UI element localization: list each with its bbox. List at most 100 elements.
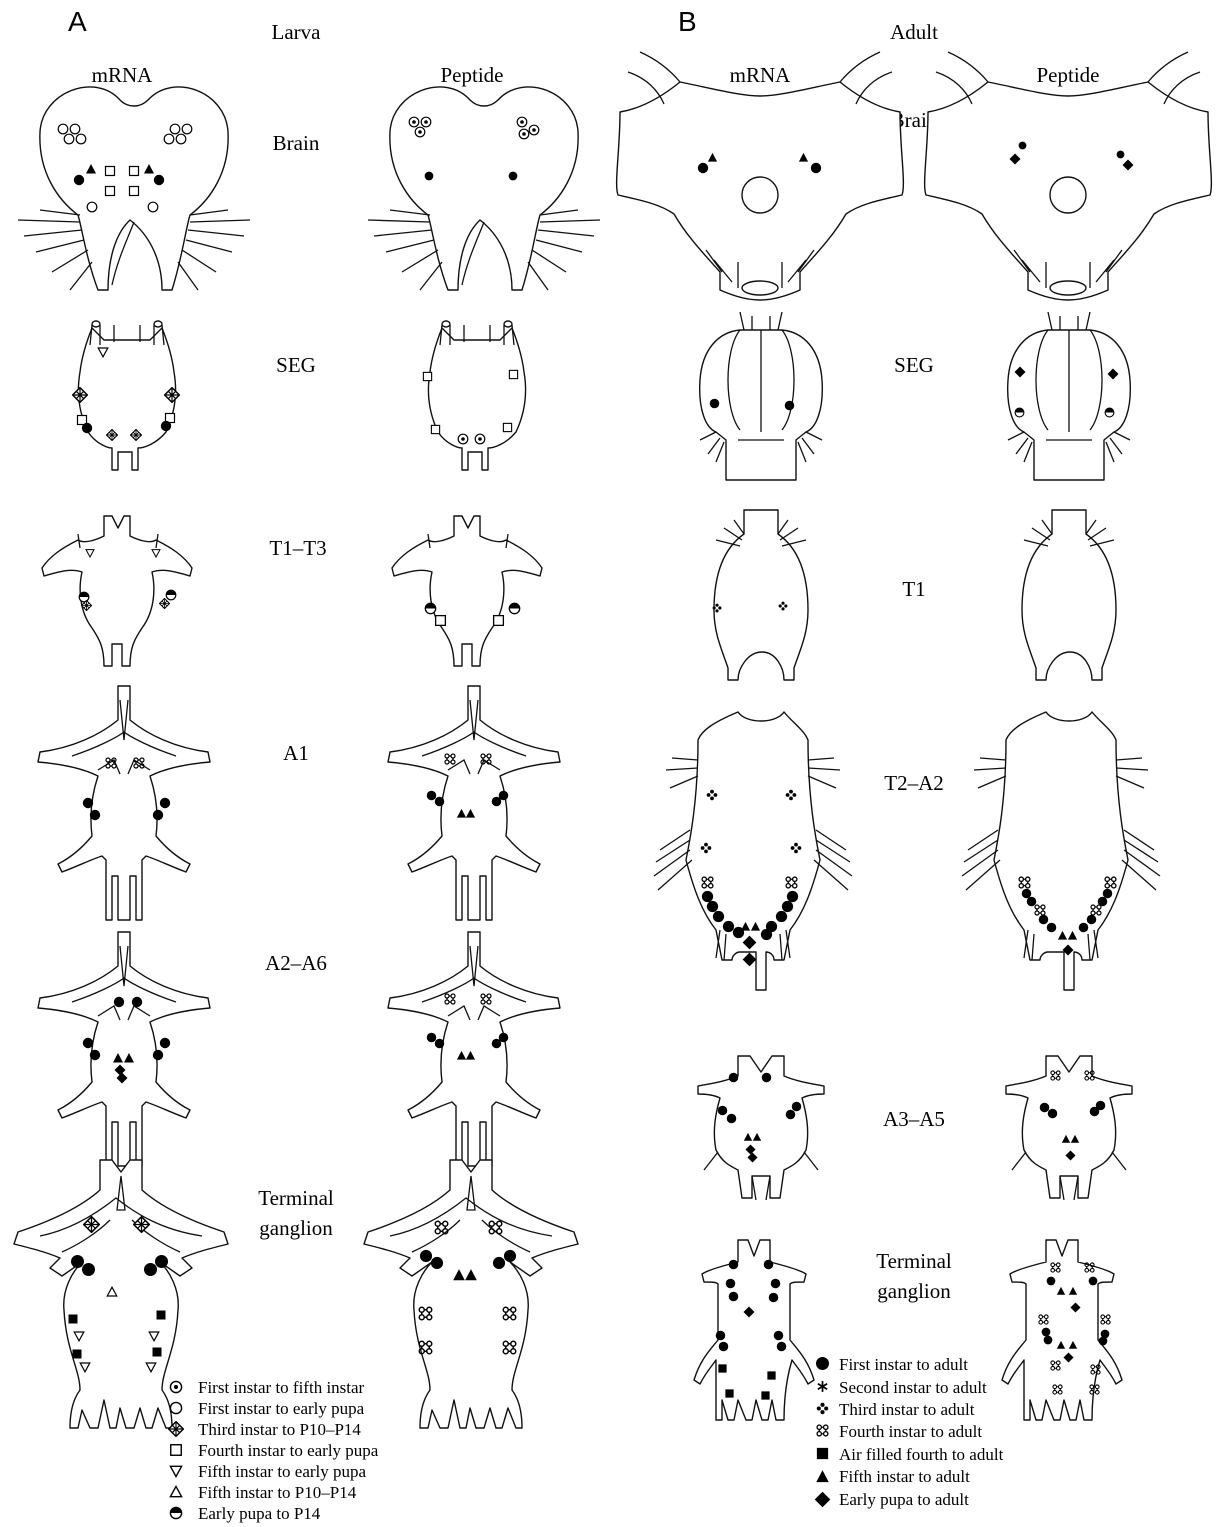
marker-filled-circle [492, 1039, 502, 1049]
adult-label-a3a5: A3–A5 [883, 1107, 945, 1131]
marker-open-square [494, 616, 504, 626]
marker-filled-circle [492, 797, 502, 807]
marker-filled-square [153, 1348, 162, 1357]
marker-filled-circle [1090, 1107, 1100, 1117]
legend-adult-label-1: First instar to adult [839, 1355, 968, 1374]
legend-adult-row-3: Third instar to adult [817, 1400, 975, 1419]
larva-peptide-t1t3 [392, 516, 542, 666]
marker-filled-circle [431, 1257, 443, 1269]
legend-asterisk-icon [818, 1381, 827, 1392]
marker-filled-circle [726, 1279, 736, 1289]
marker-half-filled-circle [79, 592, 89, 602]
legend-larva-label-3: Third instar to P10–P14 [198, 1420, 361, 1439]
legend-larva-label-4: Fourth instar to early pupa [198, 1441, 379, 1460]
panel-a-stage-label: Larva [272, 20, 322, 44]
legend-larva-row-7: Early pupa to P14 [170, 1504, 320, 1523]
marker-filled-circle [161, 421, 171, 431]
legend-larva: First instar to fifth instar First insta… [169, 1378, 379, 1523]
legend-larva-label-7: Early pupa to P14 [198, 1504, 321, 1523]
marker-half-filled-circle [1105, 408, 1114, 417]
larva-label-terminal: Terminal [258, 1186, 334, 1210]
marker-dot-circle [475, 434, 485, 444]
marker-open-circle [58, 124, 68, 134]
marker-filled-circle [1047, 1277, 1056, 1286]
marker-filled-circle [719, 1342, 729, 1352]
marker-filled-circle [727, 1114, 737, 1124]
marker-filled-circle [1048, 1109, 1058, 1119]
adult-mrna-t1 [713, 510, 808, 680]
marker-filled-circle [504, 1250, 516, 1262]
marker-filled-circle [1027, 897, 1037, 907]
marker-filled-circle [776, 911, 787, 922]
marker-filled-circle [1019, 142, 1027, 150]
marker-filled-circle [114, 997, 124, 1007]
legend-larva-label-2: First instar to early pupa [198, 1399, 365, 1418]
panel-b-peptide-header: Peptide [1037, 63, 1100, 87]
larva-label-a1: A1 [283, 741, 309, 765]
adult-label-terminal: Terminal [876, 1249, 952, 1273]
legend-open-triangle-up-icon [170, 1486, 181, 1496]
marker-filled-circle [713, 911, 724, 922]
larva-mrna-brain [18, 87, 250, 290]
adult-region-labels: Brain SEG T1 T2–A2 A3–A5 Terminal gangli… [876, 108, 952, 1303]
larva-peptide-a2a6 [388, 932, 560, 1166]
larva-peptide-brain [368, 87, 600, 290]
marker-open-circle [148, 202, 158, 212]
marker-filled-square [767, 1371, 775, 1379]
marker-filled-circle [153, 1050, 163, 1060]
marker-dot-circle [421, 117, 431, 127]
marker-open-square [130, 167, 139, 176]
marker-filled-circle [1022, 889, 1032, 899]
larva-mrna-a1 [38, 686, 210, 920]
panel-a-peptide-header: Peptide [441, 63, 504, 87]
legend-open-triangle-down-icon [170, 1466, 181, 1476]
legend-larva-label-5: Fifth instar to early pupa [198, 1462, 367, 1481]
marker-filled-circle [787, 891, 798, 902]
marker-filled-circle [83, 1038, 93, 1048]
legend-adult-label-5: Air filled fourth to adult [839, 1445, 1004, 1464]
larva-mrna-a2a6 [38, 932, 210, 1166]
marker-filled-circle [729, 1260, 739, 1270]
legend-open-circle-icon [170, 1402, 181, 1413]
marker-filled-circle [82, 1263, 95, 1276]
adult-peptide-t1 [1022, 510, 1116, 680]
marker-dot-circle [458, 434, 468, 444]
legend-adult-row-5: Air filled fourth to adult [817, 1445, 1004, 1464]
marker-filled-circle [782, 901, 793, 912]
panel-a-header: A Larva mRNA Peptide [68, 6, 504, 87]
legend-adult-label-2: Second instar to adult [839, 1378, 987, 1397]
marker-filled-circle [769, 1293, 779, 1303]
marker-filled-circle [723, 921, 734, 932]
legend-adult-row-2: Second instar to adult [818, 1378, 987, 1397]
marker-half-filled-circle [166, 590, 176, 600]
larva-peptide-a1 [388, 686, 560, 920]
adult-mrna-t2a2 [654, 712, 852, 990]
adult-label-ganglion: ganglion [877, 1279, 951, 1303]
panel-b-stage-label: Adult [890, 20, 938, 44]
legend-filled-circle-icon [816, 1357, 829, 1370]
panel-a-mrna-header: mRNA [92, 63, 154, 87]
larva-mrna-t1t3 [42, 516, 192, 666]
legend-filled-triangle-icon [816, 1470, 829, 1482]
marker-half-filled-circle [1015, 408, 1024, 417]
marker-filled-circle [82, 423, 92, 433]
marker-open-circle [87, 202, 97, 212]
marker-filled-circle [74, 175, 84, 185]
larva-label-t1t3: T1–T3 [269, 536, 326, 560]
adult-peptide-t2a2 [962, 712, 1160, 990]
legend-larva-row-1: First instar to fifth instar [170, 1378, 364, 1397]
marker-filled-circle [1044, 1336, 1053, 1345]
legend-larva-row-6: Fifth instar to P10–P14 [170, 1483, 356, 1502]
marker-filled-circle [144, 1263, 157, 1276]
marker-filled-circle [132, 997, 142, 1007]
larva-peptide-terminal [364, 1160, 578, 1428]
marker-filled-circle [1040, 1103, 1050, 1113]
marker-open-square [503, 423, 511, 431]
marker-half-filled-circle [425, 603, 435, 613]
marker-filled-circle [90, 810, 100, 820]
marker-open-square [106, 187, 115, 196]
marker-open-circle [70, 124, 80, 134]
marker-filled-circle [1087, 915, 1097, 925]
marker-hatched-diamond [159, 598, 169, 608]
marker-filled-circle [761, 929, 772, 940]
